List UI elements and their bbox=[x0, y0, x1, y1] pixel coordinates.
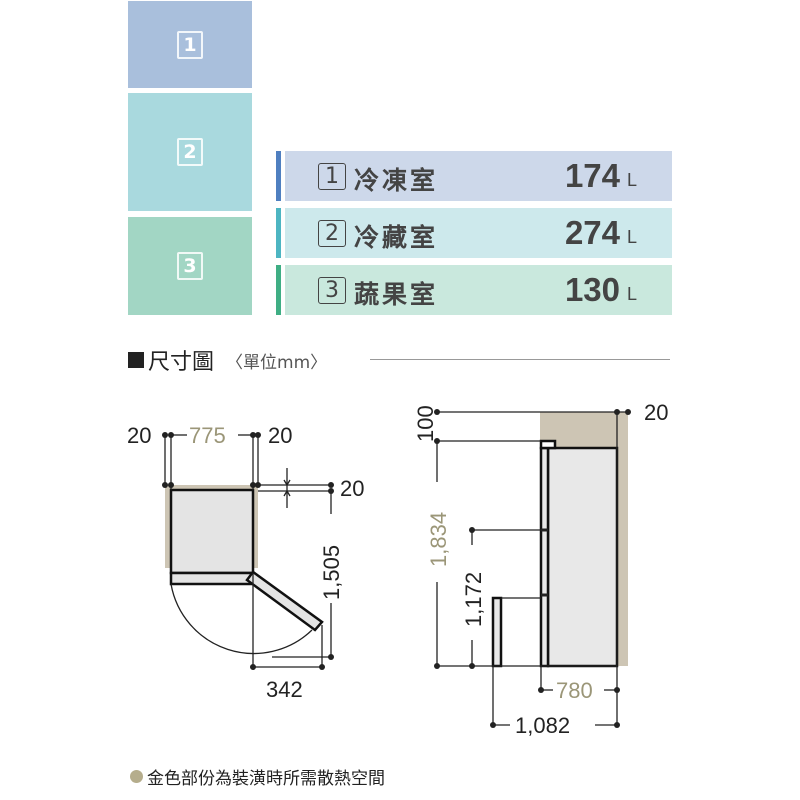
block-number: 2 bbox=[177, 138, 203, 166]
drawer-open bbox=[491, 596, 503, 668]
right-gap-label: 20 bbox=[268, 423, 292, 448]
dimension-title: 尺寸圖 bbox=[148, 350, 215, 375]
header-rule bbox=[370, 359, 670, 360]
mid-height-label: 1,172 bbox=[461, 572, 486, 627]
side-view bbox=[434, 409, 631, 728]
volume-unit: L bbox=[627, 284, 638, 304]
footnote: 金色部份為裝潢時所需散熱空間 bbox=[130, 764, 385, 789]
compartment-row-freezer: 1 冷凍室 174 L bbox=[276, 151, 672, 201]
back-gap-label: 20 bbox=[340, 476, 364, 501]
door-swing-label: 342 bbox=[266, 677, 303, 702]
door-column bbox=[539, 446, 550, 668]
block-number: 1 bbox=[177, 30, 203, 59]
row-background bbox=[285, 208, 672, 258]
row-background bbox=[285, 265, 672, 315]
volume-unit: L bbox=[627, 227, 638, 247]
door-closed bbox=[169, 571, 255, 586]
open-depth-label: 1,505 bbox=[319, 545, 344, 600]
compartment-name: 冷凍室 bbox=[354, 166, 439, 195]
volume-unit: L bbox=[627, 170, 638, 190]
top-gap-label: 100 bbox=[413, 405, 438, 442]
door-swing-arc bbox=[170, 583, 313, 655]
gold-dot-icon bbox=[130, 770, 143, 783]
depth-label: 780 bbox=[556, 678, 593, 703]
freezer-block: 1 bbox=[128, 1, 252, 88]
hinge-cap bbox=[539, 439, 557, 450]
color-bar bbox=[276, 208, 281, 258]
compartment-volume: 274 bbox=[564, 214, 620, 251]
height-label: 1,834 bbox=[426, 512, 451, 567]
clearance-back bbox=[617, 412, 628, 666]
fridge-block: 2 bbox=[128, 93, 252, 211]
compartment-name: 冷藏室 bbox=[354, 223, 439, 252]
vegetable-block: 3 bbox=[128, 217, 252, 315]
row-background bbox=[285, 151, 672, 201]
open-depth-label: 1,082 bbox=[515, 713, 570, 738]
compartment-name: 蔬果室 bbox=[354, 280, 439, 309]
dimension-header: 尺寸圖 〈單位mm〉 bbox=[128, 344, 670, 376]
compartment-volume: 174 bbox=[564, 157, 620, 194]
left-gap-label: 20 bbox=[127, 423, 151, 448]
block-number: 3 bbox=[177, 252, 203, 280]
compartment-number: 1 bbox=[318, 163, 346, 190]
fridge-body bbox=[546, 446, 619, 668]
compartment-number: 2 bbox=[318, 220, 346, 247]
color-bar bbox=[276, 151, 281, 201]
door-open bbox=[245, 570, 324, 632]
back-gap-label: 20 bbox=[644, 400, 668, 425]
compartment-row-vegetable: 3 蔬果室 130 L bbox=[276, 265, 672, 315]
unit-label: 〈單位mm〉 bbox=[226, 352, 328, 373]
compartment-number: 3 bbox=[318, 277, 346, 304]
compartment-volume: 130 bbox=[564, 271, 620, 308]
cabinet bbox=[169, 488, 255, 575]
footnote-text: 金色部份為裝潢時所需散熱空間 bbox=[147, 769, 385, 789]
color-bar bbox=[276, 265, 281, 315]
square-bullet-icon bbox=[128, 352, 144, 368]
compartment-row-fridge: 2 冷藏室 274 L bbox=[276, 208, 672, 258]
width-label: 775 bbox=[189, 423, 226, 448]
top-view bbox=[162, 432, 334, 670]
